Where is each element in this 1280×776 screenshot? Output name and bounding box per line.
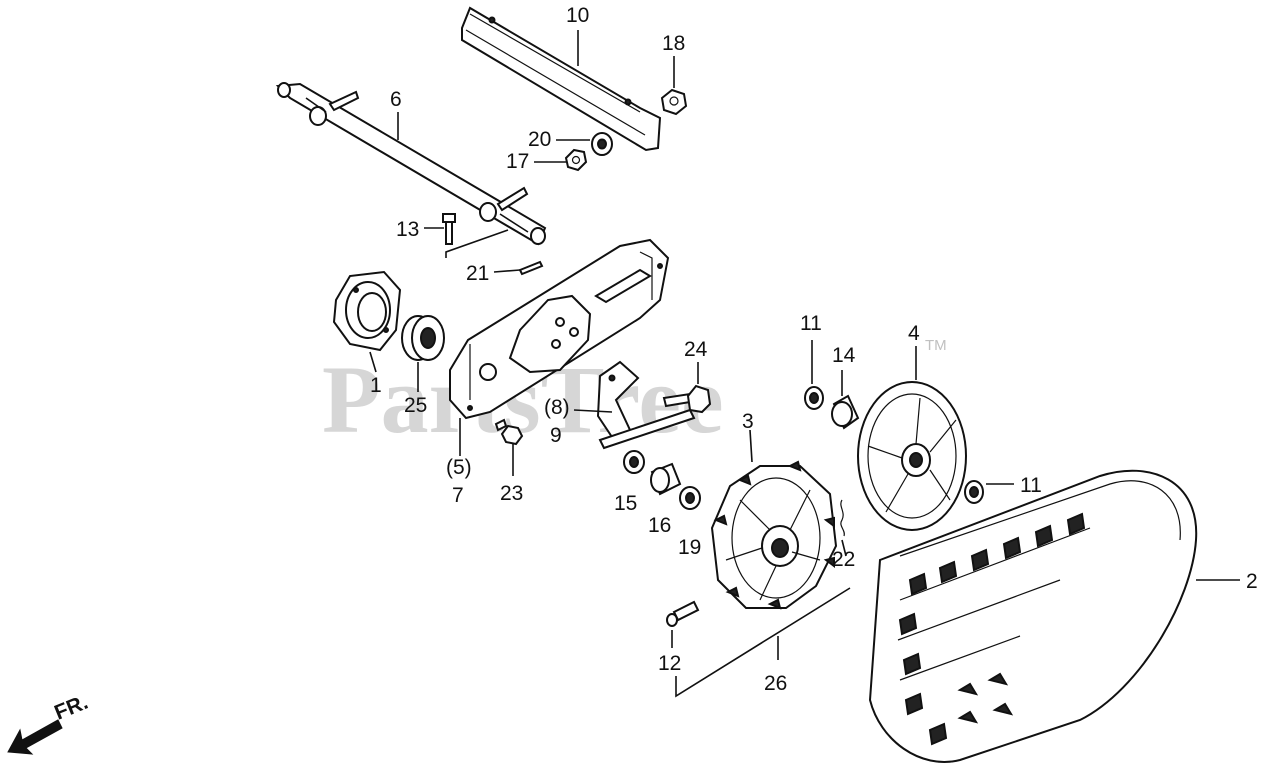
callout-20[interactable]: 20: [528, 128, 551, 151]
callout-8[interactable]: (8): [544, 396, 570, 419]
part-2-track[interactable]: [868, 469, 1198, 763]
part-13-bolt[interactable]: [442, 213, 456, 245]
part-20-washer[interactable]: [591, 132, 613, 156]
callout-4[interactable]: 4: [908, 322, 920, 345]
part-3-sprocket[interactable]: [710, 460, 838, 610]
part-23-bolt[interactable]: [494, 418, 524, 446]
part-6-shaft[interactable]: [275, 82, 547, 246]
watermark-tm: TM: [925, 337, 947, 354]
part-10-bracket[interactable]: [461, 6, 662, 152]
callout-19[interactable]: 19: [678, 536, 701, 559]
callout-24[interactable]: 24: [684, 338, 708, 361]
part-19-washer[interactable]: [679, 486, 701, 510]
callout-14[interactable]: 14: [832, 344, 856, 367]
part-22-clip[interactable]: [840, 499, 845, 537]
callout-26[interactable]: 26: [764, 672, 787, 695]
part-11-washer-b[interactable]: [964, 480, 984, 504]
part-24-bolt[interactable]: [662, 384, 712, 414]
part-7-chain-case[interactable]: [449, 238, 670, 420]
part-1-bearing-housing[interactable]: [332, 270, 402, 352]
part-12-bolt[interactable]: [666, 600, 700, 627]
callout-9[interactable]: 9: [550, 424, 562, 447]
front-direction-label: FR.: [51, 691, 91, 725]
callout-11-top[interactable]: 11: [800, 312, 822, 335]
callout-11-right[interactable]: 11: [1020, 474, 1042, 497]
part-15-washer[interactable]: [623, 450, 645, 474]
callout-15[interactable]: 15: [614, 492, 637, 515]
callout-17[interactable]: 17: [506, 150, 529, 173]
callout-3[interactable]: 3: [742, 410, 754, 433]
part-11-washer-a[interactable]: [804, 386, 824, 410]
callout-13[interactable]: 13: [396, 218, 419, 241]
callout-12[interactable]: 12: [658, 652, 681, 675]
callout-16[interactable]: 16: [648, 514, 671, 537]
callout-1[interactable]: 1: [370, 374, 382, 397]
part-9-bracket[interactable]: [596, 360, 696, 450]
part-17-nut[interactable]: [564, 148, 588, 172]
part-26-leader: [675, 587, 851, 698]
callout-7[interactable]: 7: [452, 484, 464, 507]
front-direction-arrow: [7, 719, 63, 755]
part-25-bearing[interactable]: [401, 315, 445, 361]
callout-6[interactable]: 6: [390, 88, 402, 111]
callout-21[interactable]: 21: [466, 262, 489, 285]
callout-18[interactable]: 18: [662, 32, 685, 55]
part-14-spacer[interactable]: [831, 394, 860, 430]
callout-2[interactable]: 2: [1246, 570, 1258, 593]
callout-25[interactable]: 25: [404, 394, 427, 417]
part-18-nut[interactable]: [660, 88, 688, 116]
part-16-spacer[interactable]: [650, 462, 682, 496]
callout-5[interactable]: (5): [446, 456, 472, 479]
part-21-key[interactable]: [518, 260, 544, 276]
callout-22[interactable]: 22: [832, 548, 855, 571]
callout-23[interactable]: 23: [500, 482, 523, 505]
part-4-wheel[interactable]: [857, 381, 967, 531]
callout-10[interactable]: 10: [566, 4, 589, 27]
